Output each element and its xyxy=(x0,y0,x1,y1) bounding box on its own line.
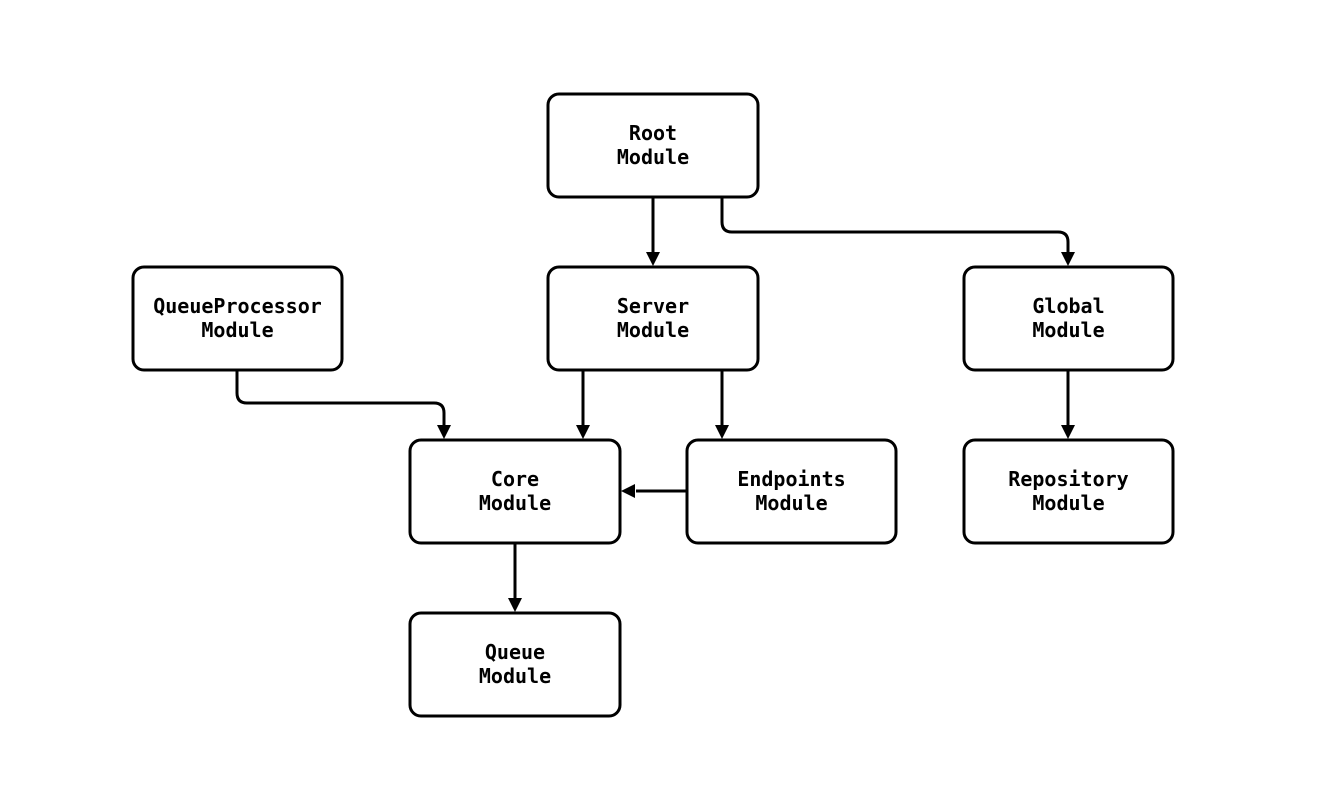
edge-server-to-endpoints xyxy=(715,370,729,439)
arrowhead-icon xyxy=(508,598,522,612)
arrowhead-icon xyxy=(576,425,590,439)
node-box[interactable] xyxy=(546,92,760,199)
edges-layer xyxy=(235,197,1075,612)
arrowhead-icon xyxy=(1061,425,1075,439)
edge-server-to-core xyxy=(576,370,590,439)
node-label-secondary: Module xyxy=(479,664,551,688)
node-label-secondary: Module xyxy=(1032,491,1104,515)
node-label-primary: Server xyxy=(617,294,689,318)
arrowhead-icon xyxy=(715,425,729,439)
edge-line xyxy=(720,197,1070,252)
edge-queueprocessor-to-core xyxy=(235,370,451,439)
edge-line xyxy=(235,370,446,425)
node-label-primary: Repository xyxy=(1008,467,1128,491)
node-label-primary: Endpoints xyxy=(737,467,845,491)
node-box[interactable] xyxy=(408,438,622,545)
node-label-secondary: Module xyxy=(617,145,689,169)
arrowhead-icon xyxy=(621,484,635,498)
arrowhead-icon xyxy=(1061,252,1075,266)
node-box[interactable] xyxy=(408,611,622,718)
node-box[interactable] xyxy=(685,438,898,545)
edge-global-to-repository xyxy=(1061,370,1075,439)
node-label-secondary: Module xyxy=(1032,318,1104,342)
node-label-primary: Root xyxy=(629,121,677,145)
node-box[interactable] xyxy=(546,265,760,372)
arrowhead-icon xyxy=(437,425,451,439)
node-label-primary: Core xyxy=(491,467,539,491)
edge-endpoints-to-core xyxy=(621,484,687,498)
node-box[interactable] xyxy=(131,265,344,372)
node-box[interactable] xyxy=(962,265,1175,372)
arrowhead-icon xyxy=(646,252,660,266)
node-label-secondary: Module xyxy=(755,491,827,515)
edge-root-to-global xyxy=(720,197,1075,266)
node-label-primary: Queue xyxy=(485,640,545,664)
node-box[interactable] xyxy=(962,438,1175,545)
node-label-primary: QueueProcessor xyxy=(153,294,322,318)
edge-core-to-queue xyxy=(508,543,522,612)
node-label-secondary: Module xyxy=(201,318,273,342)
edge-root-to-server xyxy=(646,197,660,266)
nodes-layer: RootModuleQueueProcessorModuleServerModu… xyxy=(131,92,1175,718)
node-label-secondary: Module xyxy=(479,491,551,515)
node-label-secondary: Module xyxy=(617,318,689,342)
node-label-primary: Global xyxy=(1032,294,1104,318)
